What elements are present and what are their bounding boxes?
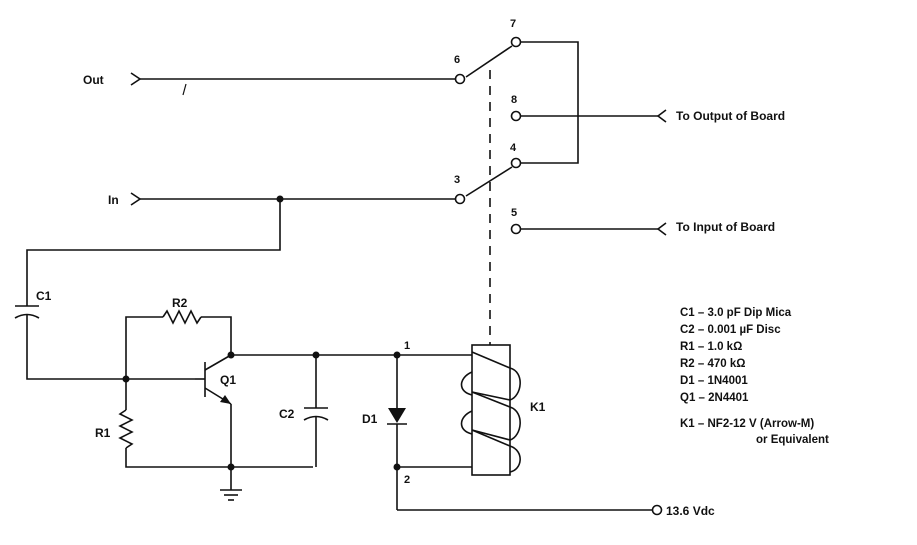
q1-transistor: [195, 354, 232, 405]
to-output-connector: [656, 109, 667, 123]
parts-legend: C1 – 3.0 pF Dip Mica C2 – 0.001 µF Disc …: [680, 307, 829, 446]
upper-switch-arm: [465, 45, 513, 78]
pin-5-label: 5: [511, 207, 517, 219]
c2-label: C2: [279, 407, 295, 421]
in-connector: [130, 192, 455, 206]
legend-c2: C2 – 0.001 µF Disc: [680, 324, 781, 336]
r2-label: R2: [172, 296, 188, 310]
d1-label: D1: [362, 412, 378, 426]
pin-6-label: 6: [454, 54, 460, 66]
to-input-connector: [656, 222, 667, 236]
pin-6-terminal: [454, 73, 466, 85]
out-label: Out: [83, 73, 104, 87]
pin-2-label: 2: [404, 474, 410, 486]
legend-k1: K1 – NF2-12 V (Arrow-M): [680, 418, 814, 430]
q1-label: Q1: [220, 373, 236, 387]
pin7-to-pin4-wire: [521, 41, 579, 164]
pin-5-terminal: [510, 223, 522, 235]
ground-rail: [125, 448, 313, 468]
out-connector: [130, 72, 455, 96]
k1-label: K1: [530, 400, 546, 414]
legend-r1: R1 – 1.0 kΩ: [680, 341, 742, 353]
r2-right-wire: [201, 316, 232, 355]
k1-relay-coil: [460, 344, 521, 476]
d1-diode: [387, 408, 407, 425]
lower-switch-arm: [465, 166, 513, 197]
pin-7-terminal: [510, 36, 522, 48]
supply-label: 13.6 Vdc: [666, 504, 715, 518]
emitter-junction-dot: [227, 463, 235, 471]
pin-8-terminal: [510, 110, 522, 122]
pin-7-label: 7: [510, 18, 516, 30]
pin-1-label: 1: [404, 340, 410, 352]
to-output-label: To Output of Board: [676, 109, 785, 123]
pin-3-terminal: [454, 193, 466, 205]
c1-lower-wire: [26, 314, 195, 380]
in-label: In: [108, 193, 119, 207]
r2-left-wire: [125, 316, 163, 379]
supply-terminal: [651, 504, 663, 516]
pin-8-label: 8: [511, 94, 517, 106]
to-input-label: To Input of Board: [676, 220, 775, 234]
r1-label: R1: [95, 426, 111, 440]
legend-q1: Q1 – 2N4401: [680, 392, 749, 404]
c1-upper-wire: [26, 199, 281, 306]
r1-resistor: [118, 409, 134, 449]
pin-4-terminal: [510, 157, 522, 169]
c1-label: C1: [36, 289, 52, 303]
legend-r2: R2 – 470 kΩ: [680, 358, 746, 370]
legend-c1: C1 – 3.0 pF Dip Mica: [680, 307, 792, 319]
legend-k1-note: or Equivalent: [756, 434, 829, 446]
ground-icon: [220, 489, 242, 501]
legend-d1: D1 – 1N4001: [680, 375, 748, 387]
r2-resistor: [162, 309, 202, 325]
pin-4-label: 4: [510, 142, 517, 154]
pin-3-label: 3: [454, 174, 460, 186]
